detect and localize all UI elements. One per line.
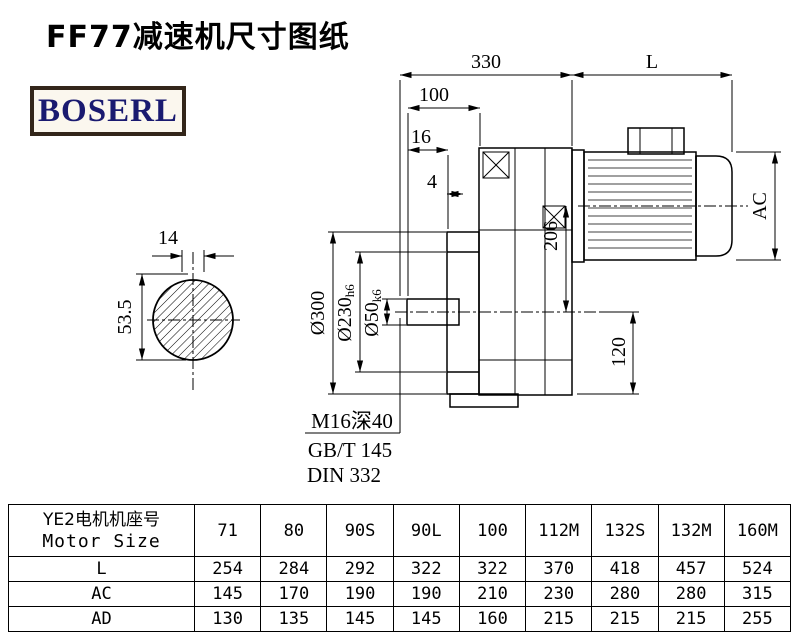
- table-cell: 254: [193, 556, 262, 582]
- dia-230-label: Ø230h6: [334, 284, 357, 342]
- dim-330-label: 330: [471, 51, 501, 73]
- table-cell: 524: [723, 556, 792, 582]
- dia-50-label: Ø50k6: [361, 289, 384, 337]
- table-row-AD: AD 130 135 145 145 160 215 215 215 255: [8, 606, 792, 632]
- dim-100-label: 100: [419, 84, 449, 106]
- size-col-100: 100: [458, 504, 527, 557]
- dimension-labels: 330 L 100 16 4 Ø300 Ø230h6 Ø50k6 206 AC …: [114, 51, 771, 487]
- size-col-160m: 160M: [723, 504, 792, 557]
- motor-size-header-en: Motor Size: [42, 530, 161, 552]
- table-cell: 215: [657, 606, 725, 632]
- reducer-outline: [406, 127, 733, 408]
- table-row-L: L 254 284 292 322 322 370 418 457 524: [8, 556, 792, 582]
- table-cell: 322: [392, 556, 460, 582]
- table-header-row: YE2电机机座号 Motor Size 71 80 90S 90L 100 11…: [8, 504, 792, 557]
- table-cell: 160: [458, 606, 527, 632]
- table-cell: 145: [326, 606, 394, 632]
- table-cell: 145: [392, 606, 460, 632]
- motor-size-header: YE2电机机座号 Motor Size: [8, 504, 195, 557]
- size-col-90l: 90L: [392, 504, 460, 557]
- table-cell: 210: [458, 581, 527, 607]
- table-cell: 370: [525, 556, 593, 582]
- size-col-132s: 132S: [591, 504, 659, 557]
- table-cell: 280: [591, 581, 659, 607]
- table-cell: 190: [326, 581, 394, 607]
- dimension-lines: [136, 71, 781, 434]
- dim-120-label: 120: [608, 337, 630, 367]
- table-cell: 170: [260, 581, 328, 607]
- gearbox-housing: [478, 147, 573, 396]
- motor-fins: [588, 159, 692, 249]
- motor-size-header-cn: YE2电机机座号: [43, 509, 160, 530]
- row-label-AD: AD: [8, 606, 195, 632]
- table-cell: 284: [260, 556, 328, 582]
- dim-4-label: 4: [427, 171, 437, 193]
- table-row-AC: AC 145 170 190 190 210 230 280 280 315: [8, 581, 792, 607]
- table-cell: 135: [260, 606, 328, 632]
- dim-206-label: 206: [540, 221, 562, 251]
- dim-AC-label: AC: [749, 192, 771, 220]
- table-cell: 215: [591, 606, 659, 632]
- boserl-logo: BOSERL: [30, 86, 186, 136]
- dim-14-label: 14: [158, 227, 178, 249]
- size-col-112m: 112M: [525, 504, 593, 557]
- row-label-AC: AC: [8, 581, 195, 607]
- table-cell: 190: [392, 581, 460, 607]
- bolt-symbol-top: [482, 151, 510, 179]
- flange-foot: [449, 393, 519, 408]
- table-cell: 315: [723, 581, 792, 607]
- dimension-table: YE2电机机座号 Motor Size 71 80 90S 90L 100 11…: [8, 504, 792, 632]
- table-cell: 145: [193, 581, 262, 607]
- row-label-L: L: [8, 556, 195, 582]
- note-din: DIN 332: [307, 463, 381, 487]
- table-cell: 418: [591, 556, 659, 582]
- size-col-90s: 90S: [326, 504, 394, 557]
- table-cell: 230: [525, 581, 593, 607]
- table-cell: 457: [657, 556, 725, 582]
- table-cell: 215: [525, 606, 593, 632]
- dia-300-label: Ø300: [307, 291, 329, 335]
- table-cell: 130: [193, 606, 262, 632]
- table-cell: 280: [657, 581, 725, 607]
- mounting-flange: [446, 231, 480, 395]
- dim-16-label: 16: [411, 126, 431, 148]
- table-cell: 255: [723, 606, 792, 632]
- dim-53-5-label: 53.5: [114, 300, 136, 335]
- size-col-80: 80: [260, 504, 328, 557]
- table-cell: 292: [326, 556, 394, 582]
- page-title: FF77减速机尺寸图纸: [46, 20, 350, 55]
- fan-cover: [695, 155, 733, 257]
- size-col-71: 71: [193, 504, 262, 557]
- size-col-132m: 132M: [657, 504, 725, 557]
- dim-L-label: L: [646, 51, 658, 73]
- note-gbt: GB/T 145: [308, 438, 392, 462]
- table-cell: 322: [458, 556, 527, 582]
- terminal-box: [627, 127, 685, 155]
- note-tapped-hole: M16深40: [311, 409, 393, 433]
